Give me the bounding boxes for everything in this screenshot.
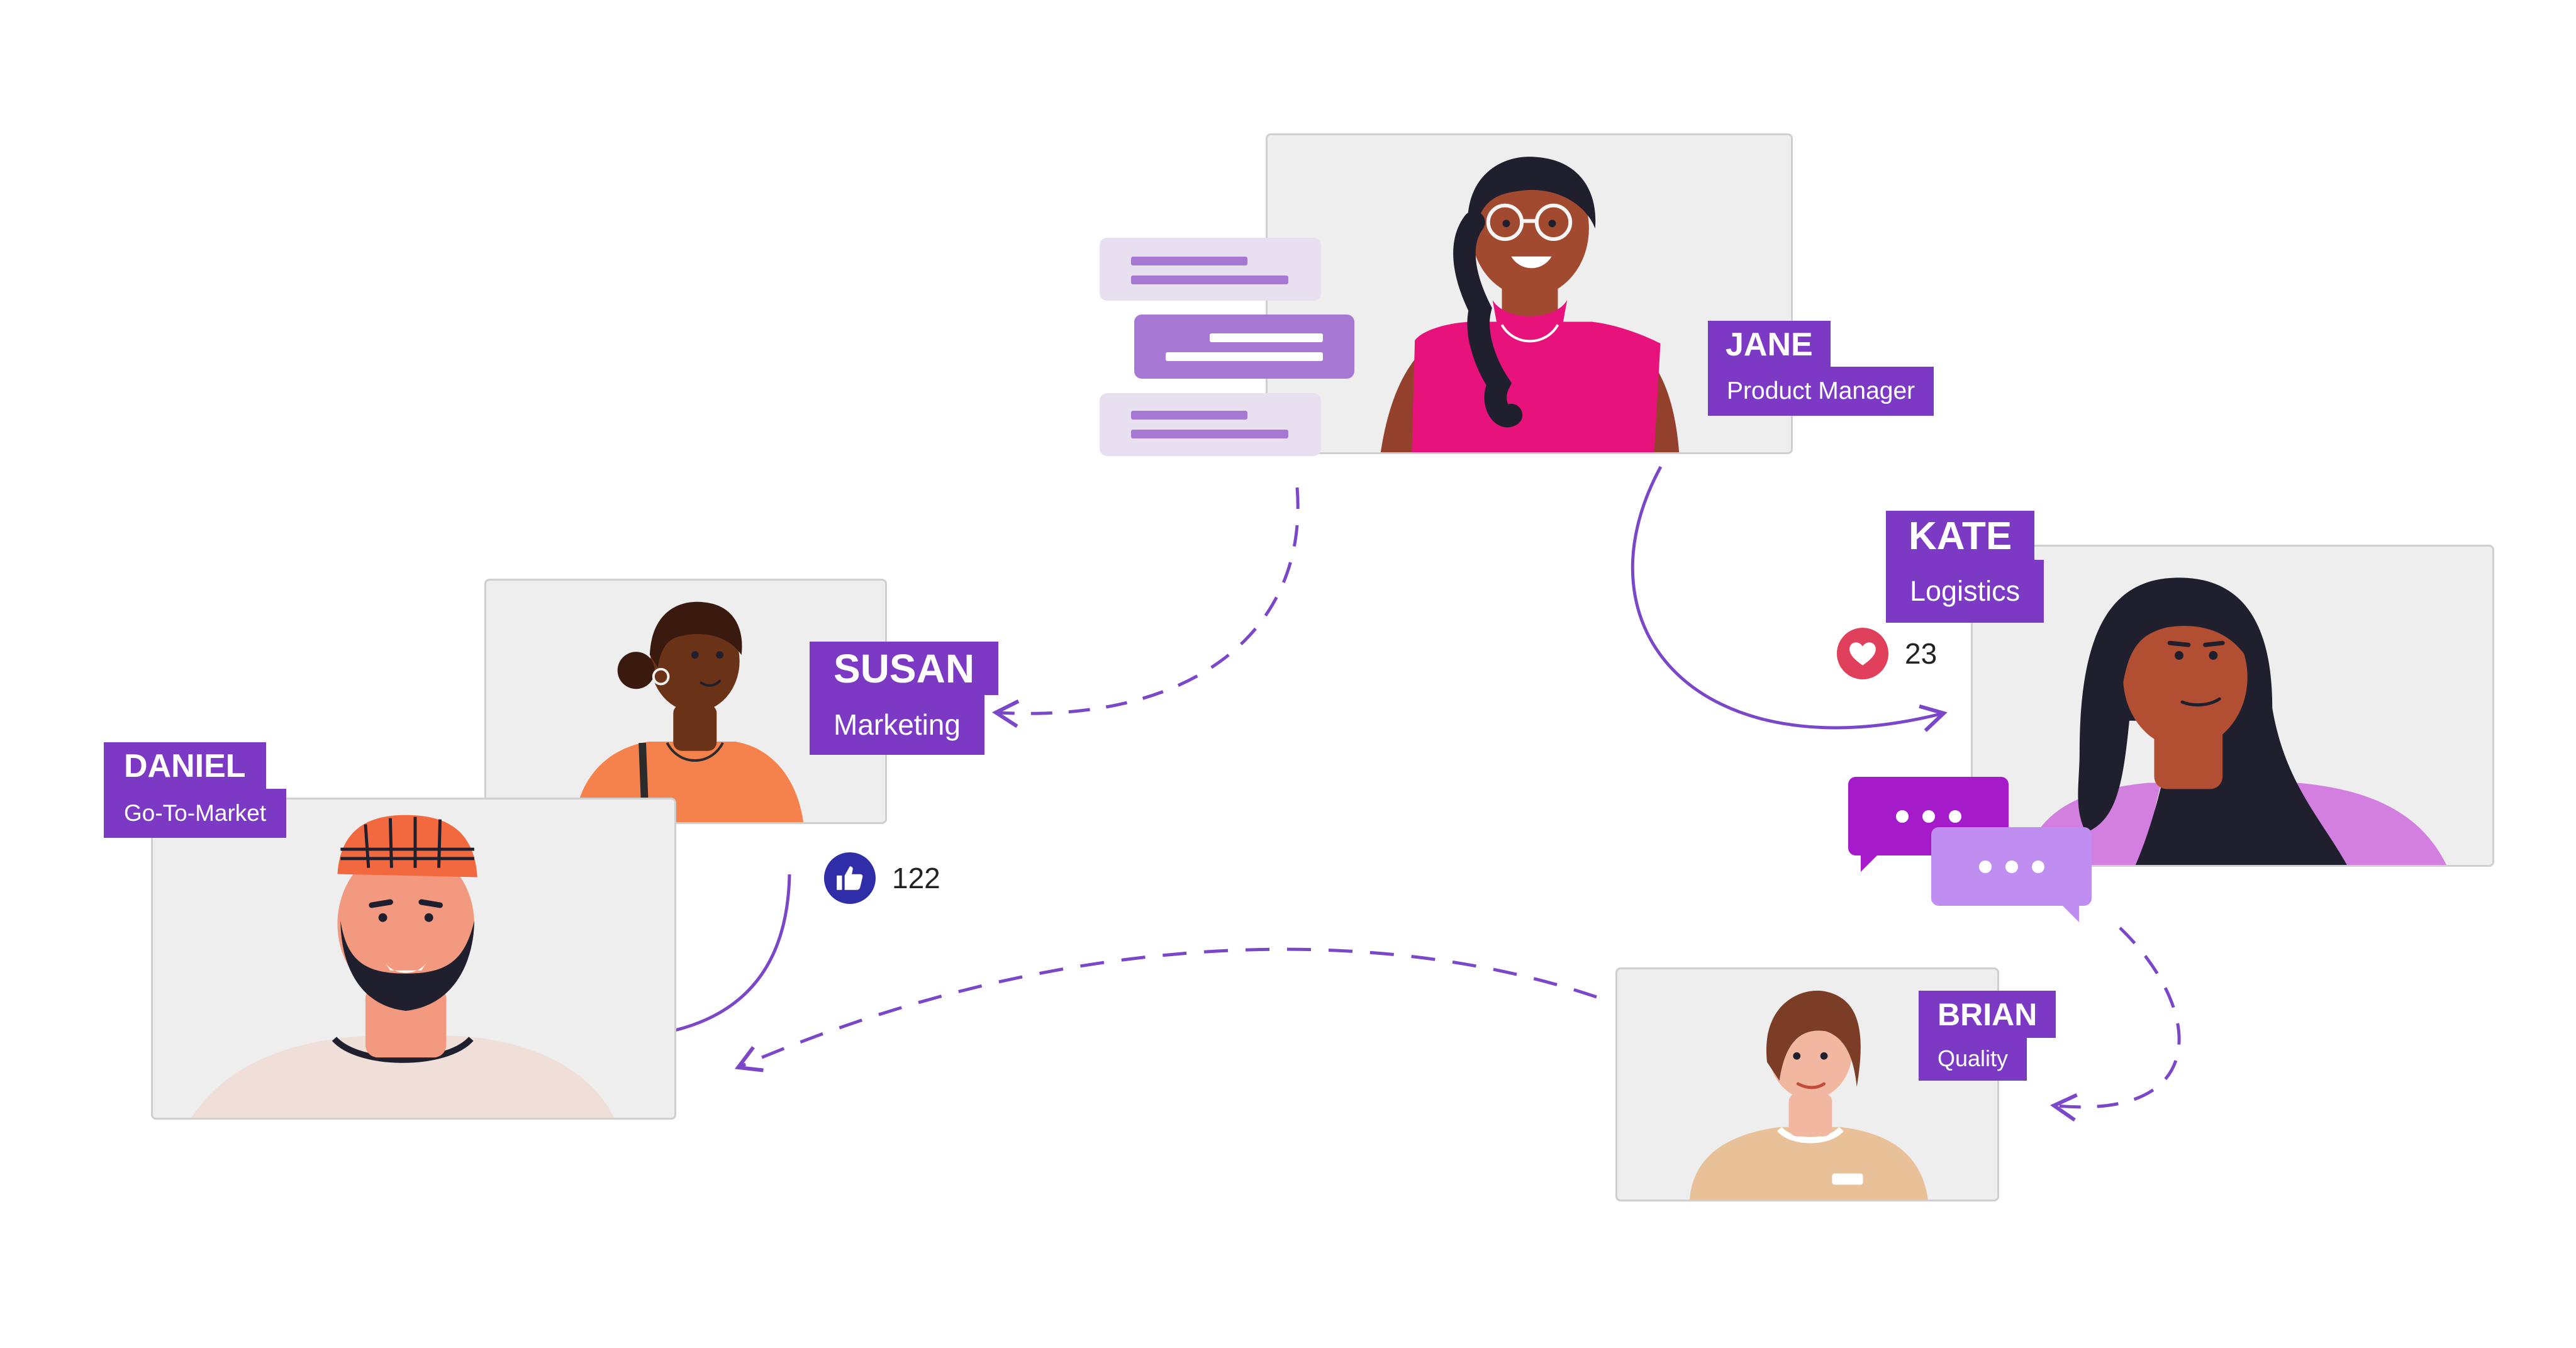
thumbs-up-icon bbox=[824, 852, 876, 904]
name-tag-jane: JANE bbox=[1708, 321, 1831, 368]
chat-bubble-2 bbox=[1134, 315, 1354, 379]
avatar-brian bbox=[1690, 990, 1928, 1200]
role-tag-kate: Logistics bbox=[1886, 560, 2044, 623]
heart-count: 23 bbox=[1905, 637, 1938, 670]
avatar-jane bbox=[1380, 157, 1680, 452]
typing-indicator-dark bbox=[1848, 777, 2009, 872]
like-reaction[interactable]: 122 bbox=[824, 852, 940, 904]
avatar-daniel bbox=[191, 815, 615, 1118]
chat-bubble-1 bbox=[1100, 238, 1321, 301]
video-tile-daniel[interactable] bbox=[151, 798, 676, 1120]
typing-indicator-light bbox=[1931, 827, 2092, 922]
chat-bubble-3 bbox=[1100, 393, 1321, 456]
avatar-kate bbox=[2023, 577, 2446, 865]
heart-icon bbox=[1837, 628, 1888, 679]
connector-kate-to-brian bbox=[2049, 927, 2181, 1122]
heart-reaction[interactable]: 23 bbox=[1837, 628, 1937, 679]
name-tag-daniel: DANIEL bbox=[104, 742, 266, 790]
role-tag-daniel: Go-To-Market bbox=[104, 789, 287, 838]
role-tag-brian: Quality bbox=[1919, 1037, 2027, 1081]
connector-brian-to-daniel bbox=[734, 947, 1597, 1072]
role-tag-susan: Marketing bbox=[810, 694, 984, 755]
role-tag-jane: Product Manager bbox=[1708, 367, 1934, 416]
connector-jane-to-susan bbox=[991, 487, 1300, 728]
name-tag-susan: SUSAN bbox=[810, 642, 999, 695]
video-tile-kate[interactable] bbox=[1971, 545, 2494, 867]
video-tile-jane[interactable] bbox=[1266, 133, 1793, 454]
name-tag-brian: BRIAN bbox=[1919, 991, 2056, 1038]
name-tag-kate: KATE bbox=[1886, 511, 2035, 561]
like-count: 122 bbox=[892, 862, 940, 894]
video-tile-brian[interactable] bbox=[1615, 967, 1999, 1201]
